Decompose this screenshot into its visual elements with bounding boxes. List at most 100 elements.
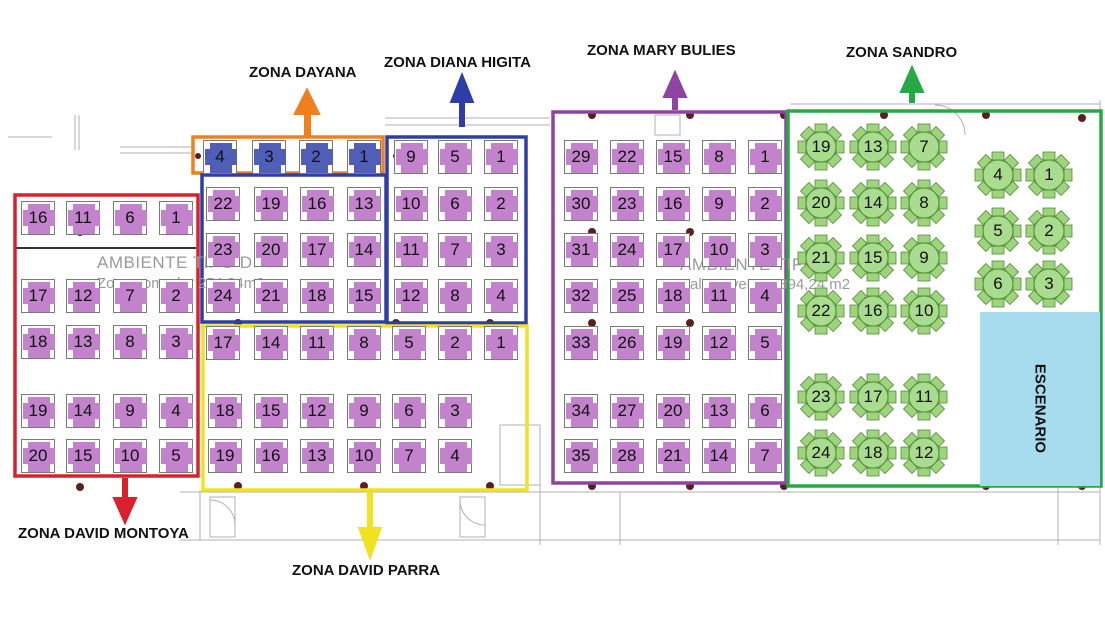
table[interactable]: 1 xyxy=(747,139,785,177)
table[interactable]: 8 xyxy=(437,278,475,316)
table[interactable]: 28 xyxy=(609,438,647,476)
round-table[interactable]: 7 xyxy=(899,122,949,172)
round-table[interactable]: 24 xyxy=(796,428,846,478)
table[interactable]: 7 xyxy=(437,232,475,270)
table[interactable]: 20 xyxy=(253,232,291,270)
table[interactable]: 32 xyxy=(563,278,601,316)
round-table[interactable]: 22 xyxy=(796,286,846,336)
table[interactable]: 19 xyxy=(20,393,58,431)
round-table[interactable]: 10 xyxy=(899,286,949,336)
table[interactable]: 14 xyxy=(65,393,103,431)
table[interactable]: 4 xyxy=(483,278,521,316)
table[interactable]: 23 xyxy=(609,186,647,224)
table[interactable]: 12 xyxy=(701,325,739,363)
table[interactable]: 6 xyxy=(747,393,785,431)
table[interactable]: 9 xyxy=(112,393,150,431)
table[interactable]: 8 xyxy=(112,324,150,362)
table[interactable]: 20 xyxy=(20,438,58,476)
table[interactable]: 11 xyxy=(701,278,739,316)
table[interactable]: 1 xyxy=(158,200,196,238)
round-table[interactable]: 6 xyxy=(973,259,1023,309)
table[interactable]: 4 xyxy=(437,438,475,476)
round-table[interactable]: 16 xyxy=(848,286,898,336)
table[interactable]: 21 xyxy=(253,278,291,316)
round-table[interactable]: 19 xyxy=(796,122,846,172)
table[interactable]: 17 xyxy=(299,232,337,270)
table[interactable]: 12 xyxy=(299,393,337,431)
table[interactable]: 18 xyxy=(20,324,58,362)
table[interactable]: 7 xyxy=(112,278,150,316)
table[interactable]: 20 xyxy=(655,393,693,431)
table[interactable]: 8 xyxy=(346,325,384,363)
table[interactable]: 29 xyxy=(563,139,601,177)
table[interactable]: 15 xyxy=(346,278,384,316)
table[interactable]: 11 xyxy=(393,232,431,270)
table[interactable]: 3 xyxy=(747,232,785,270)
table[interactable]: 11 xyxy=(65,200,103,238)
table[interactable]: 16 xyxy=(299,186,337,224)
table[interactable]: 5 xyxy=(747,325,785,363)
table[interactable]: 15 xyxy=(65,438,103,476)
table[interactable]: 1 xyxy=(346,139,384,177)
table[interactable]: 10 xyxy=(701,232,739,270)
round-table[interactable]: 20 xyxy=(796,178,846,228)
table[interactable]: 22 xyxy=(205,186,243,224)
table[interactable]: 4 xyxy=(202,139,240,177)
table[interactable]: 2 xyxy=(158,278,196,316)
round-table[interactable]: 4 xyxy=(973,150,1023,200)
table[interactable]: 22 xyxy=(609,139,647,177)
round-table[interactable]: 1 xyxy=(1024,150,1074,200)
table[interactable]: 9 xyxy=(393,139,431,177)
table[interactable]: 6 xyxy=(437,186,475,224)
round-table[interactable]: 5 xyxy=(973,206,1023,256)
table[interactable]: 6 xyxy=(391,393,429,431)
table[interactable]: 10 xyxy=(393,186,431,224)
table[interactable]: 33 xyxy=(563,325,601,363)
table[interactable]: 1 xyxy=(483,139,521,177)
round-table[interactable]: 12 xyxy=(899,428,949,478)
table[interactable]: 26 xyxy=(609,325,647,363)
table[interactable]: 18 xyxy=(299,278,337,316)
table[interactable]: 13 xyxy=(65,324,103,362)
table[interactable]: 11 xyxy=(299,325,337,363)
table[interactable]: 31 xyxy=(563,232,601,270)
table[interactable]: 25 xyxy=(609,278,647,316)
table[interactable]: 14 xyxy=(346,232,384,270)
table[interactable]: 27 xyxy=(609,393,647,431)
table[interactable]: 3 xyxy=(158,324,196,362)
table[interactable]: 9 xyxy=(346,393,384,431)
table[interactable]: 17 xyxy=(20,278,58,316)
round-table[interactable]: 17 xyxy=(848,372,898,422)
round-table[interactable]: 2 xyxy=(1024,206,1074,256)
table[interactable]: 18 xyxy=(655,278,693,316)
table[interactable]: 2 xyxy=(483,186,521,224)
round-table[interactable]: 11 xyxy=(899,372,949,422)
table[interactable]: 12 xyxy=(393,278,431,316)
table[interactable]: 2 xyxy=(298,139,336,177)
table[interactable]: 13 xyxy=(346,186,384,224)
table[interactable]: 23 xyxy=(205,232,243,270)
table[interactable]: 19 xyxy=(253,186,291,224)
table[interactable]: 7 xyxy=(391,438,429,476)
table[interactable]: 13 xyxy=(701,393,739,431)
table[interactable]: 18 xyxy=(207,393,245,431)
round-table[interactable]: 9 xyxy=(899,233,949,283)
table[interactable]: 10 xyxy=(346,438,384,476)
table[interactable]: 12 xyxy=(65,278,103,316)
table[interactable]: 5 xyxy=(158,438,196,476)
table[interactable]: 3 xyxy=(437,393,475,431)
table[interactable]: 5 xyxy=(391,325,429,363)
table[interactable]: 7 xyxy=(747,438,785,476)
table[interactable]: 16 xyxy=(20,200,58,238)
round-table[interactable]: 13 xyxy=(848,122,898,172)
table[interactable]: 10 xyxy=(112,438,150,476)
table[interactable]: 24 xyxy=(205,278,243,316)
table[interactable]: 30 xyxy=(563,186,601,224)
table[interactable]: 15 xyxy=(253,393,291,431)
table[interactable]: 19 xyxy=(655,325,693,363)
table[interactable]: 8 xyxy=(701,139,739,177)
table[interactable]: 1 xyxy=(483,325,521,363)
table[interactable]: 34 xyxy=(563,393,601,431)
table[interactable]: 6 xyxy=(112,200,150,238)
round-table[interactable]: 15 xyxy=(848,233,898,283)
